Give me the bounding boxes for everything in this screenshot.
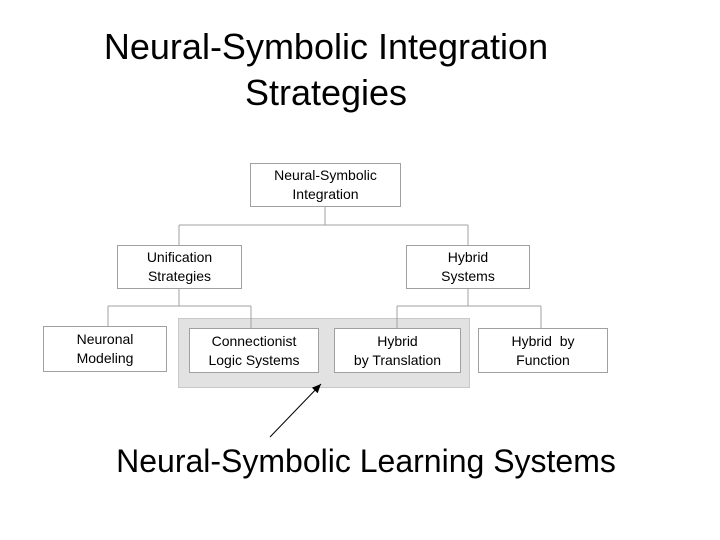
- node-hybrid-by-function: Hybrid by Function: [478, 328, 608, 373]
- node-hybrid-by-translation: Hybrid by Translation: [334, 328, 461, 373]
- node-root-line-1: Neural-Symbolic: [274, 167, 377, 183]
- node-hybrid-systems: Hybrid Systems: [406, 245, 530, 289]
- node-root-line-2: Integration: [292, 186, 359, 202]
- node-neuronal-modeling: Neuronal Modeling: [43, 326, 167, 372]
- node-connectionist-line-1: Connectionist: [211, 332, 297, 349]
- node-connectionist-logic-systems: Connectionist Logic Systems: [189, 328, 319, 373]
- node-translation-line-2: by Translation: [353, 351, 442, 368]
- node-function-line-1: Hybrid by: [511, 332, 575, 349]
- node-neuronal-line-1: Neuronal: [76, 331, 134, 347]
- node-connectionist-line-2: Logic Systems: [208, 351, 300, 368]
- node-hybrid-systems-line-2: Systems: [441, 268, 495, 284]
- caption-arrow: [269, 383, 322, 438]
- node-neuronal-line-2: Modeling: [76, 350, 134, 366]
- learning-systems-caption: Neural-Symbolic Learning Systems: [116, 443, 616, 479]
- node-hybrid-systems-line-1: Hybrid: [447, 249, 489, 265]
- page-title: Neural-Symbolic Integration Strategies: [0, 24, 652, 116]
- node-unification-line-1: Unification: [146, 249, 213, 265]
- title-line-2: Strategies: [244, 72, 408, 113]
- node-unification-line-2: Strategies: [147, 268, 212, 284]
- node-unification-strategies: Unification Strategies: [117, 245, 242, 289]
- node-function-line-2: Function: [516, 351, 570, 368]
- title-line-1: Neural-Symbolic Integration: [103, 26, 549, 67]
- node-translation-line-1: Hybrid: [377, 332, 418, 349]
- node-neural-symbolic-integration: Neural-Symbolic Integration: [250, 163, 401, 207]
